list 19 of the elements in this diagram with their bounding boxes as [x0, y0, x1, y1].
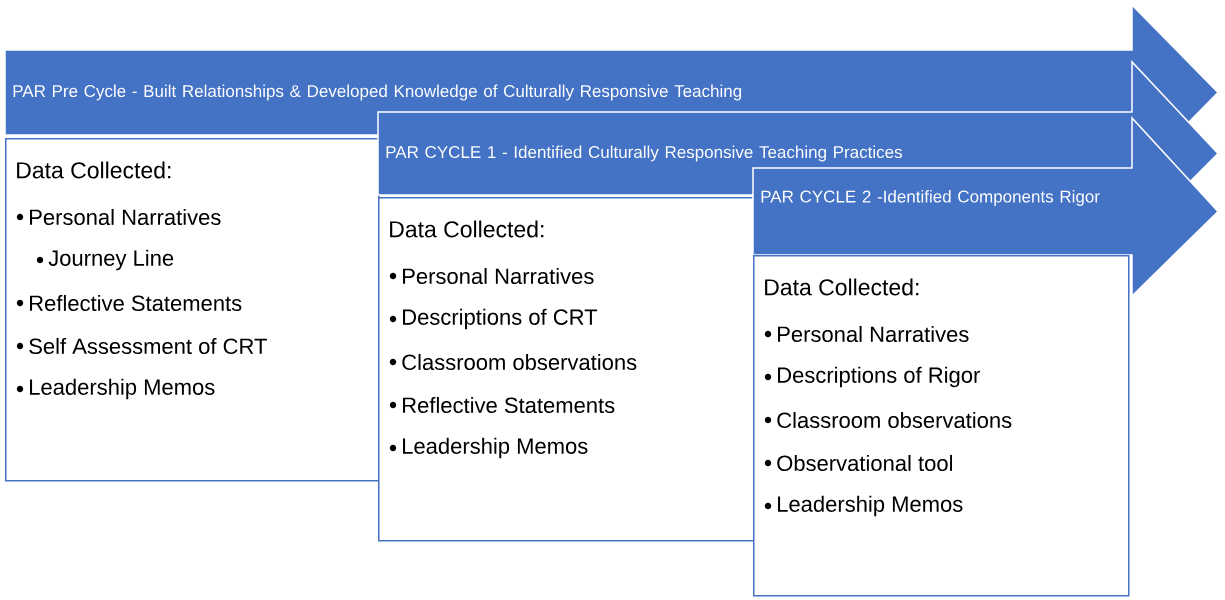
list-item: Reflective Statements [16, 294, 242, 312]
node-label: PAR CYCLE 2 -Identified Components Rigor [761, 190, 1100, 206]
list-item: Descriptions of CRT [389, 308, 598, 330]
list-item: Classroom observations [389, 353, 637, 371]
list-item: Leadership Memos [16, 378, 215, 400]
list-heading: Data Collected: [390, 220, 544, 238]
list-item: Personal Narratives [764, 325, 969, 343]
list-item: Personal Narratives [16, 208, 221, 226]
list-item: Journey Line [36, 249, 174, 271]
list-item: Self Assessment of CRT [16, 337, 267, 355]
list-item: Leadership Memos [389, 437, 588, 459]
list-item: Reflective Statements [389, 396, 615, 414]
list-item: Personal Narratives [389, 267, 594, 285]
list-item: Observational tool [764, 454, 952, 472]
list-heading: Data Collected: [17, 161, 171, 179]
list-item: Leadership Memos [764, 495, 963, 517]
list-heading: Data Collected: [765, 278, 919, 296]
list-item: Descriptions of Rigor [764, 366, 980, 388]
list-item: Classroom observations [764, 411, 1012, 429]
